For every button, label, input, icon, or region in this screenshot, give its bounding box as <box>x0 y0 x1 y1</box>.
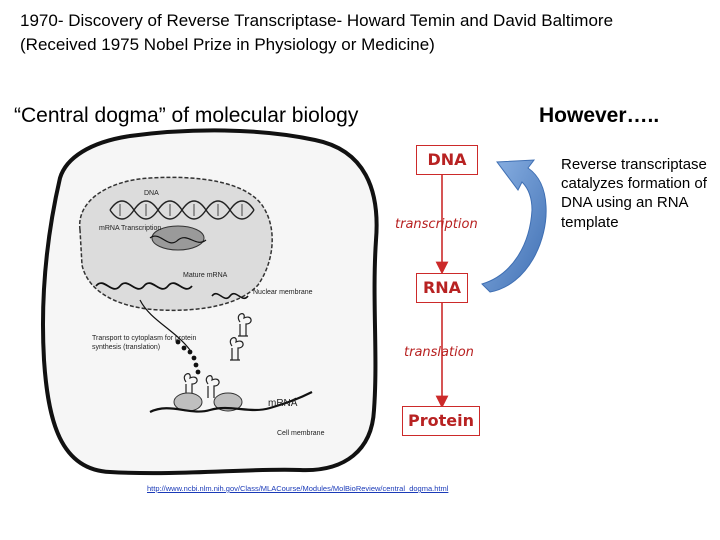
mature-mrna-strand <box>95 282 193 290</box>
mrna-transcription-label: mRNA Transcription <box>99 225 162 232</box>
protein-box: Protein <box>402 406 480 436</box>
cell-membrane-label: Cell membrane <box>277 430 325 437</box>
translation-label: translation <box>404 345 474 360</box>
mature-mrna-label: Mature mRNA <box>183 272 228 279</box>
transcription-label: transcription <box>395 217 478 232</box>
transport-label: Transport to cytoplasm for protein synth… <box>92 335 197 351</box>
reverse-transcriptase-description: Reverse transcriptase catalyzes formatio… <box>561 156 707 231</box>
however-heading: However….. <box>539 104 660 127</box>
reverse-transcription-arrow <box>481 159 547 293</box>
central-dogma-heading: “Central dogma” of molecular biology <box>14 104 359 127</box>
cytoplasm-mrna-label: mRNA <box>268 398 298 409</box>
dna-box: DNA <box>416 145 478 175</box>
mature-mrna-strand-2 <box>211 292 249 300</box>
slide-title-line-1: 1970- Discovery of Reverse Transcriptase… <box>20 11 614 30</box>
export-arrow <box>139 299 191 351</box>
source-link[interactable]: http://www.ncbi.nlm.nih.gov/Class/MLACou… <box>147 484 449 493</box>
cytoplasmic-mrna <box>149 391 313 414</box>
nuclear-membrane-label: Nuclear membrane <box>253 289 313 296</box>
cell-dna-label: DNA <box>144 190 159 197</box>
rna-box: RNA <box>416 273 468 303</box>
nascent-mrna <box>149 235 207 244</box>
dna-double-helix <box>109 200 255 220</box>
slide-title-line-2: (Received 1975 Nobel Prize in Physiology… <box>20 35 435 54</box>
polypeptide-chain <box>175 339 201 375</box>
trna-molecule <box>183 313 252 398</box>
rna-polymerase <box>151 225 205 251</box>
ribosome-2 <box>213 392 243 412</box>
mrna-label-pointer <box>283 397 297 405</box>
